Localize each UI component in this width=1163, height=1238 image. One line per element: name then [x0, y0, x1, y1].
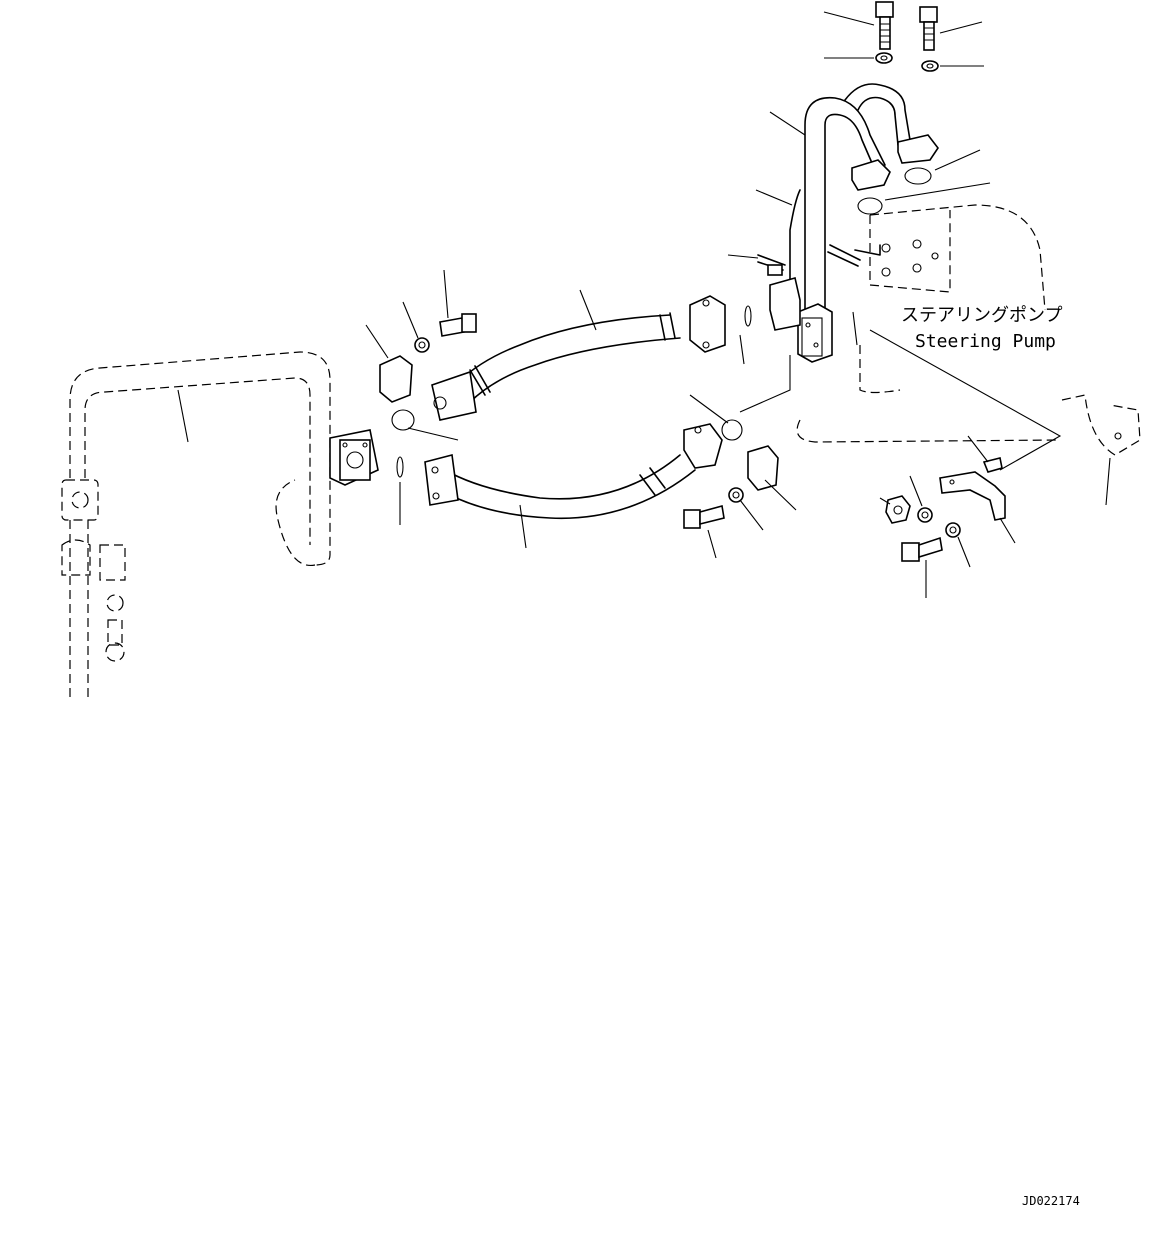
steering-pump-outline: [796, 204, 1061, 443]
lower-hose: [424, 423, 723, 520]
component-label-jp: ステアリングポンプ: [901, 305, 1062, 326]
u-tube-pipes: [769, 83, 939, 363]
upper-hose: [431, 295, 726, 421]
return-pipe-outline: [61, 351, 331, 700]
o-rings: [391, 167, 932, 478]
clip-and-plate: [939, 457, 1006, 521]
swivel-block: [329, 429, 379, 486]
mount-bracket-outline: [1061, 394, 1141, 456]
drawing-number: JD022174: [1022, 1194, 1080, 1208]
split-flanges: [379, 355, 779, 491]
component-label-en: Steering Pump: [915, 331, 1056, 352]
bolts: [439, 1, 943, 562]
washers-nuts: [414, 52, 961, 538]
leader-lines: [177, 11, 1111, 598]
